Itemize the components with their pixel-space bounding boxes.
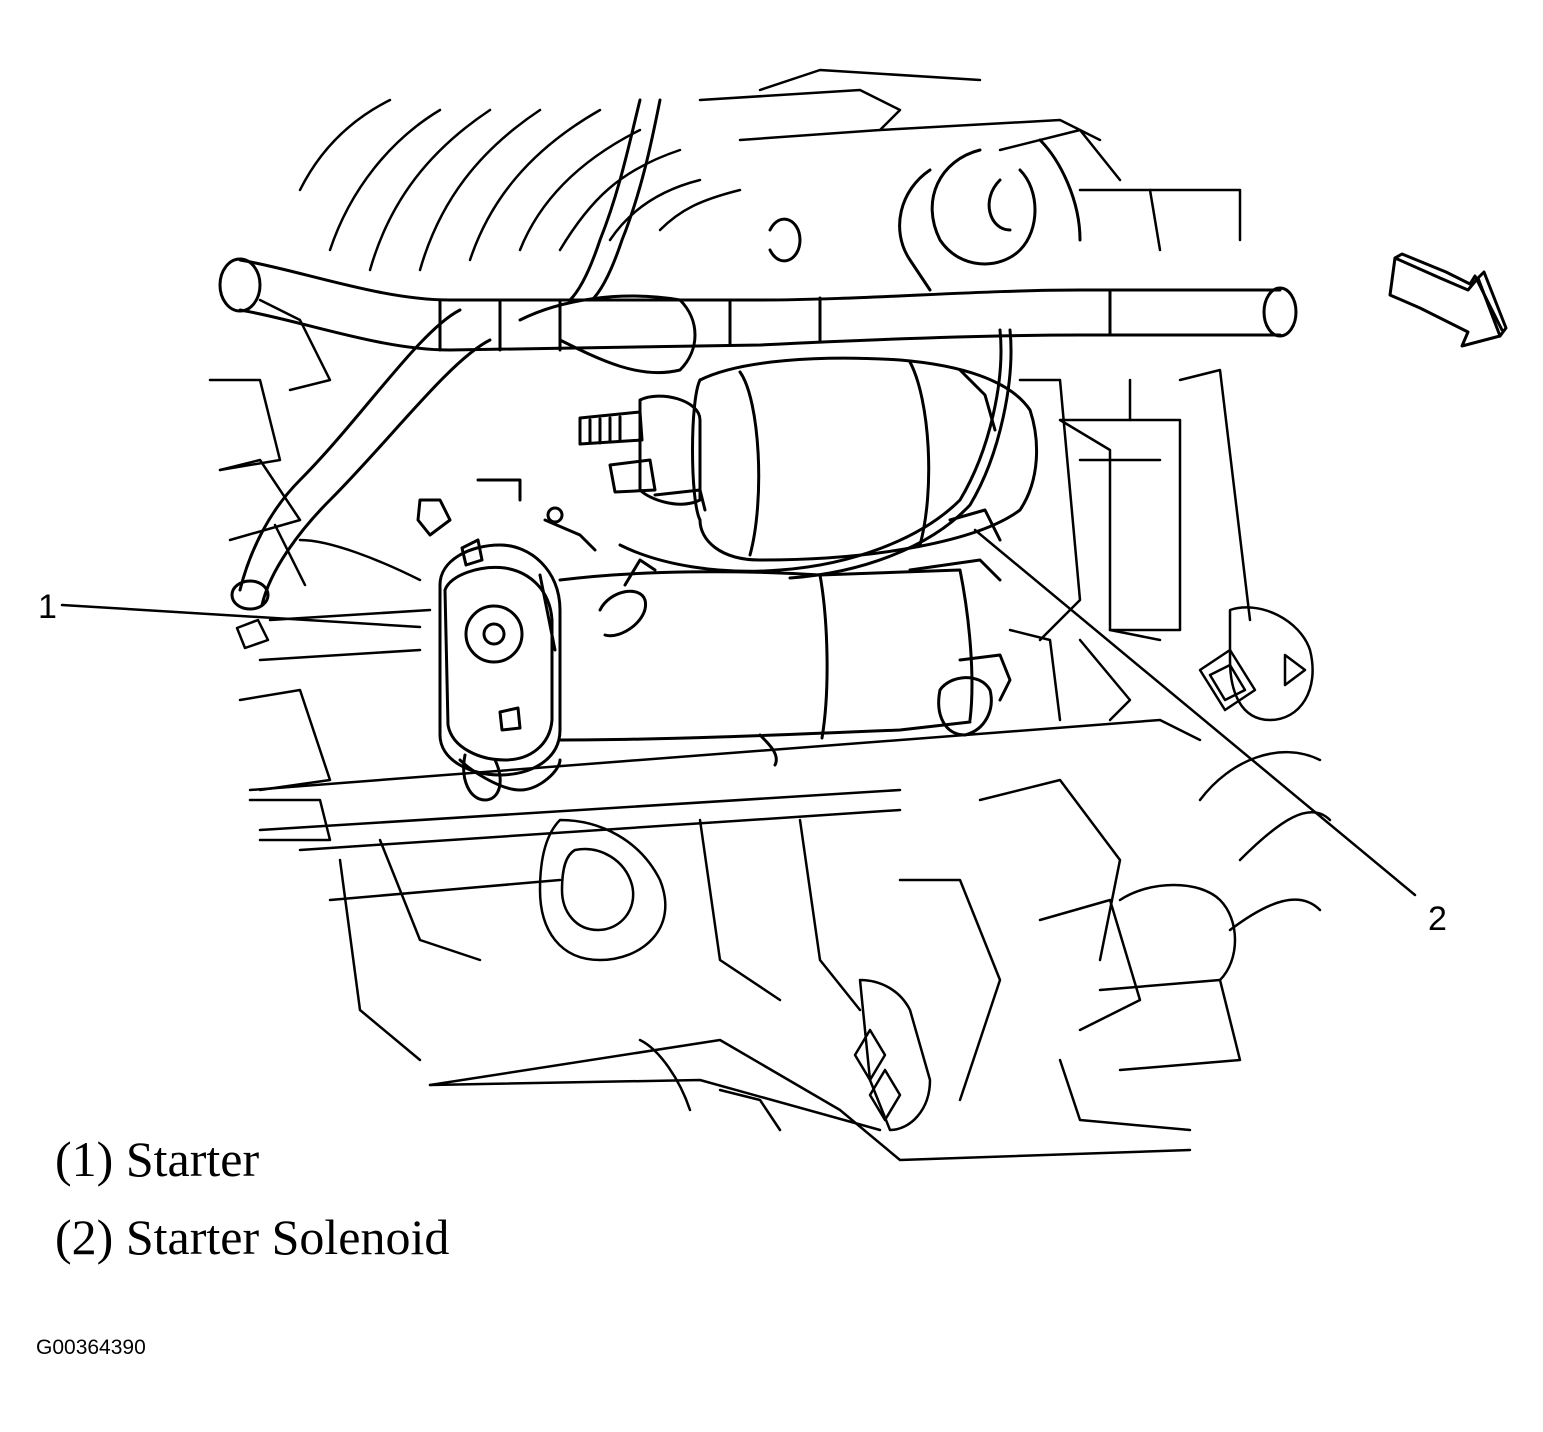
legend-text: Starter Solenoid bbox=[125, 1209, 450, 1265]
callout-leader-1 bbox=[60, 603, 422, 629]
starter-solenoid bbox=[543, 328, 1038, 580]
legend-key: (2) bbox=[55, 1209, 114, 1265]
legend-key: (1) bbox=[55, 1131, 114, 1187]
parts-legend: (1) Starter (2) Starter Solenoid bbox=[55, 1128, 449, 1284]
engine-background-lines bbox=[208, 68, 1332, 1162]
callout-number-2: 2 bbox=[1428, 900, 1447, 938]
legend-row-2: (2) Starter Solenoid bbox=[55, 1206, 449, 1284]
figure-id: G00364390 bbox=[36, 1336, 146, 1359]
starter-motor bbox=[416, 478, 1012, 802]
callout-leader-2 bbox=[973, 528, 1417, 897]
direction-arrow-icon bbox=[1388, 252, 1508, 348]
legend-row-1: (1) Starter bbox=[55, 1128, 449, 1206]
wiring-harness bbox=[218, 98, 1298, 611]
callout-leaders bbox=[60, 528, 1417, 897]
legend-text: Starter bbox=[125, 1131, 260, 1187]
callout-number-1: 1 bbox=[38, 588, 57, 626]
